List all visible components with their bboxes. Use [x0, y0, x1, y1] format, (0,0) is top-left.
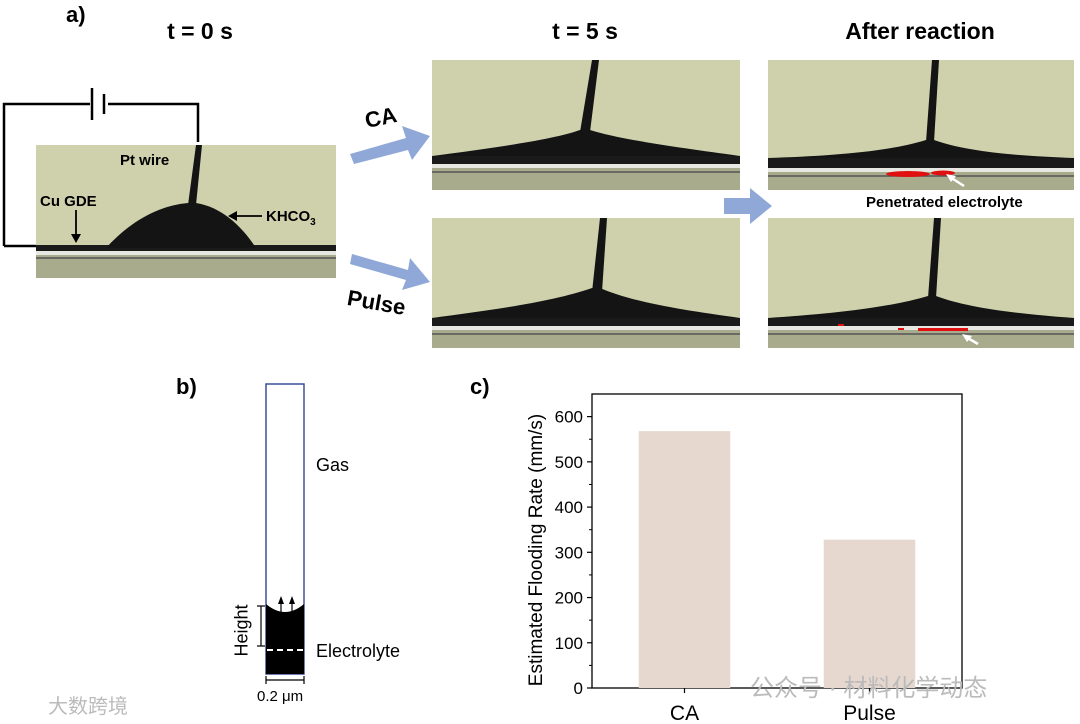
header-t5: t = 5 s — [552, 18, 618, 44]
panel-b-letter: b) — [176, 374, 197, 399]
penetrated-spot-2 — [931, 170, 955, 176]
khco3-text: KHCO — [266, 208, 311, 225]
chart-bar-ca — [638, 431, 731, 688]
label-penetrated-electrolyte: Penetrated electrolyte — [866, 194, 1023, 211]
chart-y-tick-label: 100 — [555, 634, 583, 653]
photo-t0 — [36, 145, 336, 278]
chart-y-tick-label: 400 — [555, 498, 583, 517]
chart-plot-frame — [591, 393, 963, 689]
tube-schematic — [257, 383, 305, 684]
photo-t5-pulse — [432, 218, 740, 348]
label-pt-wire: Pt wire — [120, 152, 170, 169]
label-height: Height — [231, 604, 252, 657]
watermark-left: 大数跨境 — [48, 696, 128, 718]
arrow-to-after — [724, 188, 772, 224]
chart-y-tick-label: 0 — [574, 679, 583, 698]
panel-a-letter: a) — [66, 2, 86, 27]
chart-bar-pulse — [823, 539, 916, 688]
header-t0: t = 0 s — [167, 18, 233, 44]
label-khco3: KHCO3 — [266, 208, 316, 228]
penetrated-spot-1 — [886, 171, 930, 177]
panel-c-letter: c) — [470, 374, 490, 399]
chart-category-label: Pulse — [843, 702, 896, 724]
label-cu-gde: Cu GDE — [40, 193, 97, 210]
arrow-ca — [350, 126, 430, 164]
khco3-arrow — [228, 211, 262, 221]
cu-gde-arrow — [71, 210, 81, 243]
watermark-right: 公众号 · 材料化学动态 — [750, 675, 988, 702]
photo-after-pulse — [768, 218, 1074, 348]
label-gas: Gas — [316, 455, 350, 475]
header-after: After reaction — [845, 18, 995, 44]
chart-category-label: CA — [670, 702, 699, 724]
chart-y-tick-label: 300 — [555, 543, 583, 562]
flooding-rate-chart: 0 100 200 300 400 500 600 CA Pulse Estimated Fl… — [526, 393, 963, 724]
photo-after-ca — [768, 60, 1074, 190]
chart-y-axis-label: Estimated Flooding Rate (mm/s) — [526, 414, 547, 686]
chart-y-tick-label: 500 — [555, 453, 583, 472]
label-width: 0.2 μm — [257, 688, 304, 705]
khco3-subscript: 3 — [310, 217, 316, 228]
pt-wire — [188, 145, 202, 205]
photo-t5-ca — [432, 60, 740, 190]
electrolyte-droplet — [106, 203, 256, 248]
chart-y-tick-label: 200 — [555, 589, 583, 608]
circuit-diagram — [2, 88, 200, 248]
label-electrolyte: Electrolyte — [316, 641, 401, 661]
chart-y-tick-label: 600 — [555, 408, 583, 427]
arrow-pulse — [350, 254, 430, 290]
